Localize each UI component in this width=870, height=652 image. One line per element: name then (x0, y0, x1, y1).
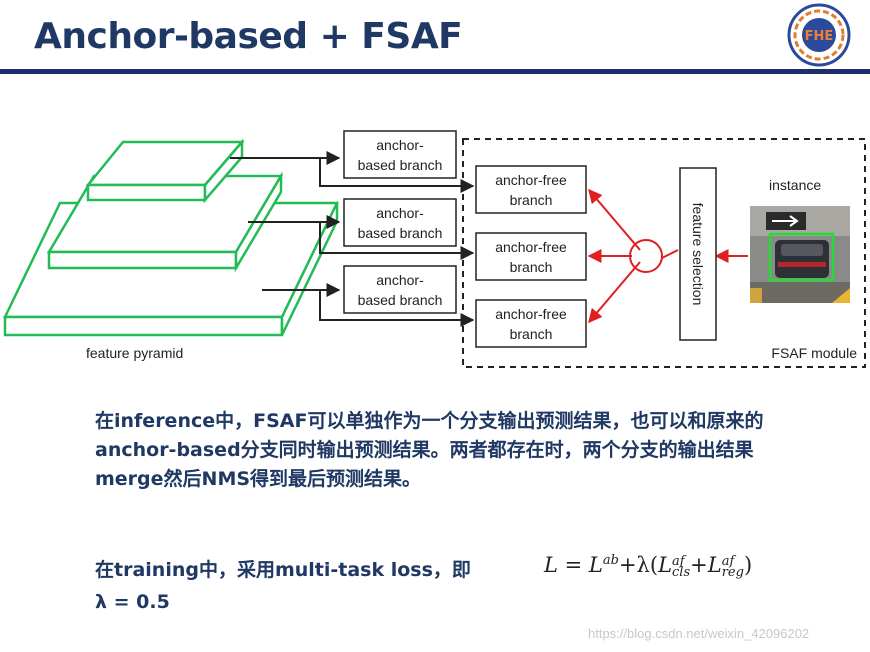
svg-text:anchor-free: anchor-free (495, 306, 567, 322)
inference-description: 在inference中，FSAF可以单独作为一个分支输出预测结果，也可以和原来的… (95, 410, 764, 490)
svg-text:based branch: based branch (358, 292, 443, 308)
svg-text:branch: branch (510, 192, 553, 208)
svg-text:anchor-free: anchor-free (495, 239, 567, 255)
lambda-value: λ = 0.5 (95, 591, 170, 613)
anchor-free-branch-1: anchor-free branch (475, 165, 587, 214)
svg-text:anchor-: anchor- (376, 205, 424, 221)
svg-text:based branch: based branch (358, 157, 443, 173)
fsaf-architecture-diagram: feature pyramid anchor- based branch anc… (3, 130, 866, 368)
selection-arrows (587, 188, 748, 324)
feature-selection-box: feature selection (679, 167, 717, 341)
training-description: 在training中，采用multi-task loss，即 (95, 559, 471, 581)
svg-text:branch: branch (510, 259, 553, 275)
anchor-based-branch-1: anchor- based branch (343, 130, 457, 179)
title-divider (0, 69, 870, 74)
logo-text: FHE (805, 29, 834, 44)
svg-text:anchor-free: anchor-free (495, 172, 567, 188)
svg-text:based branch: based branch (358, 225, 443, 241)
slide-title: Anchor-based + FSAF (34, 16, 463, 57)
anchor-based-branch-3: anchor- based branch (343, 265, 457, 314)
fsaf-module-label: FSAF module (771, 345, 857, 361)
svg-text:anchor-: anchor- (376, 137, 424, 153)
pyramid-label: feature pyramid (86, 345, 183, 361)
anchor-based-branch-2: anchor- based branch (343, 198, 457, 247)
anchor-free-branch-2: anchor-free branch (475, 232, 587, 281)
anchor-free-branch-3: anchor-free branch (475, 299, 587, 348)
pyramid-connectors (230, 151, 475, 327)
instance-label: instance (769, 177, 821, 193)
instance-image (750, 206, 850, 303)
pyramid-level-1 (85, 138, 245, 204)
watermark: https://blog.csdn.net/weixin_42096202 (588, 626, 810, 641)
fsaf-module-box (462, 138, 866, 368)
svg-text:feature selection: feature selection (690, 203, 706, 306)
institution-logo-icon: FHE (787, 3, 851, 67)
svg-text:anchor-: anchor- (376, 272, 424, 288)
svg-text:branch: branch (510, 326, 553, 342)
